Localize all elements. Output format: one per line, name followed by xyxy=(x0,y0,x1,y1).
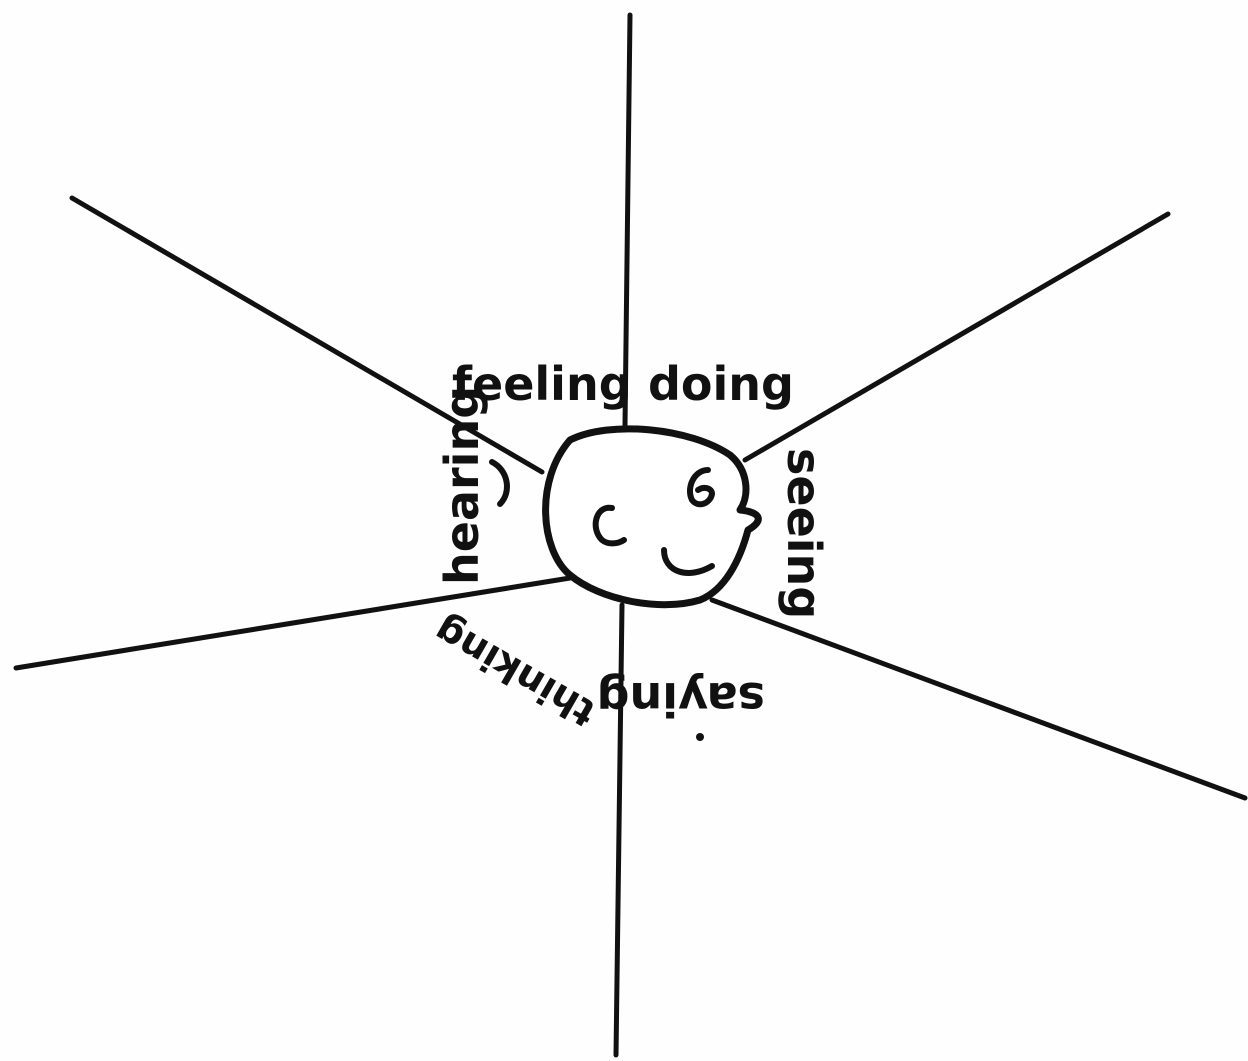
hearing-ear-mark xyxy=(492,462,507,504)
label-seeing: seeing xyxy=(777,448,831,619)
label-thinking: thinking xyxy=(426,608,602,735)
head-outline xyxy=(546,429,759,605)
spoke-upper-right xyxy=(745,214,1168,460)
label-saying: saying xyxy=(597,672,765,726)
spoke-lower-right xyxy=(712,600,1245,798)
label-hearing: hearing xyxy=(435,386,489,585)
label-doing: doing xyxy=(648,357,794,411)
ink-dot xyxy=(696,733,704,741)
